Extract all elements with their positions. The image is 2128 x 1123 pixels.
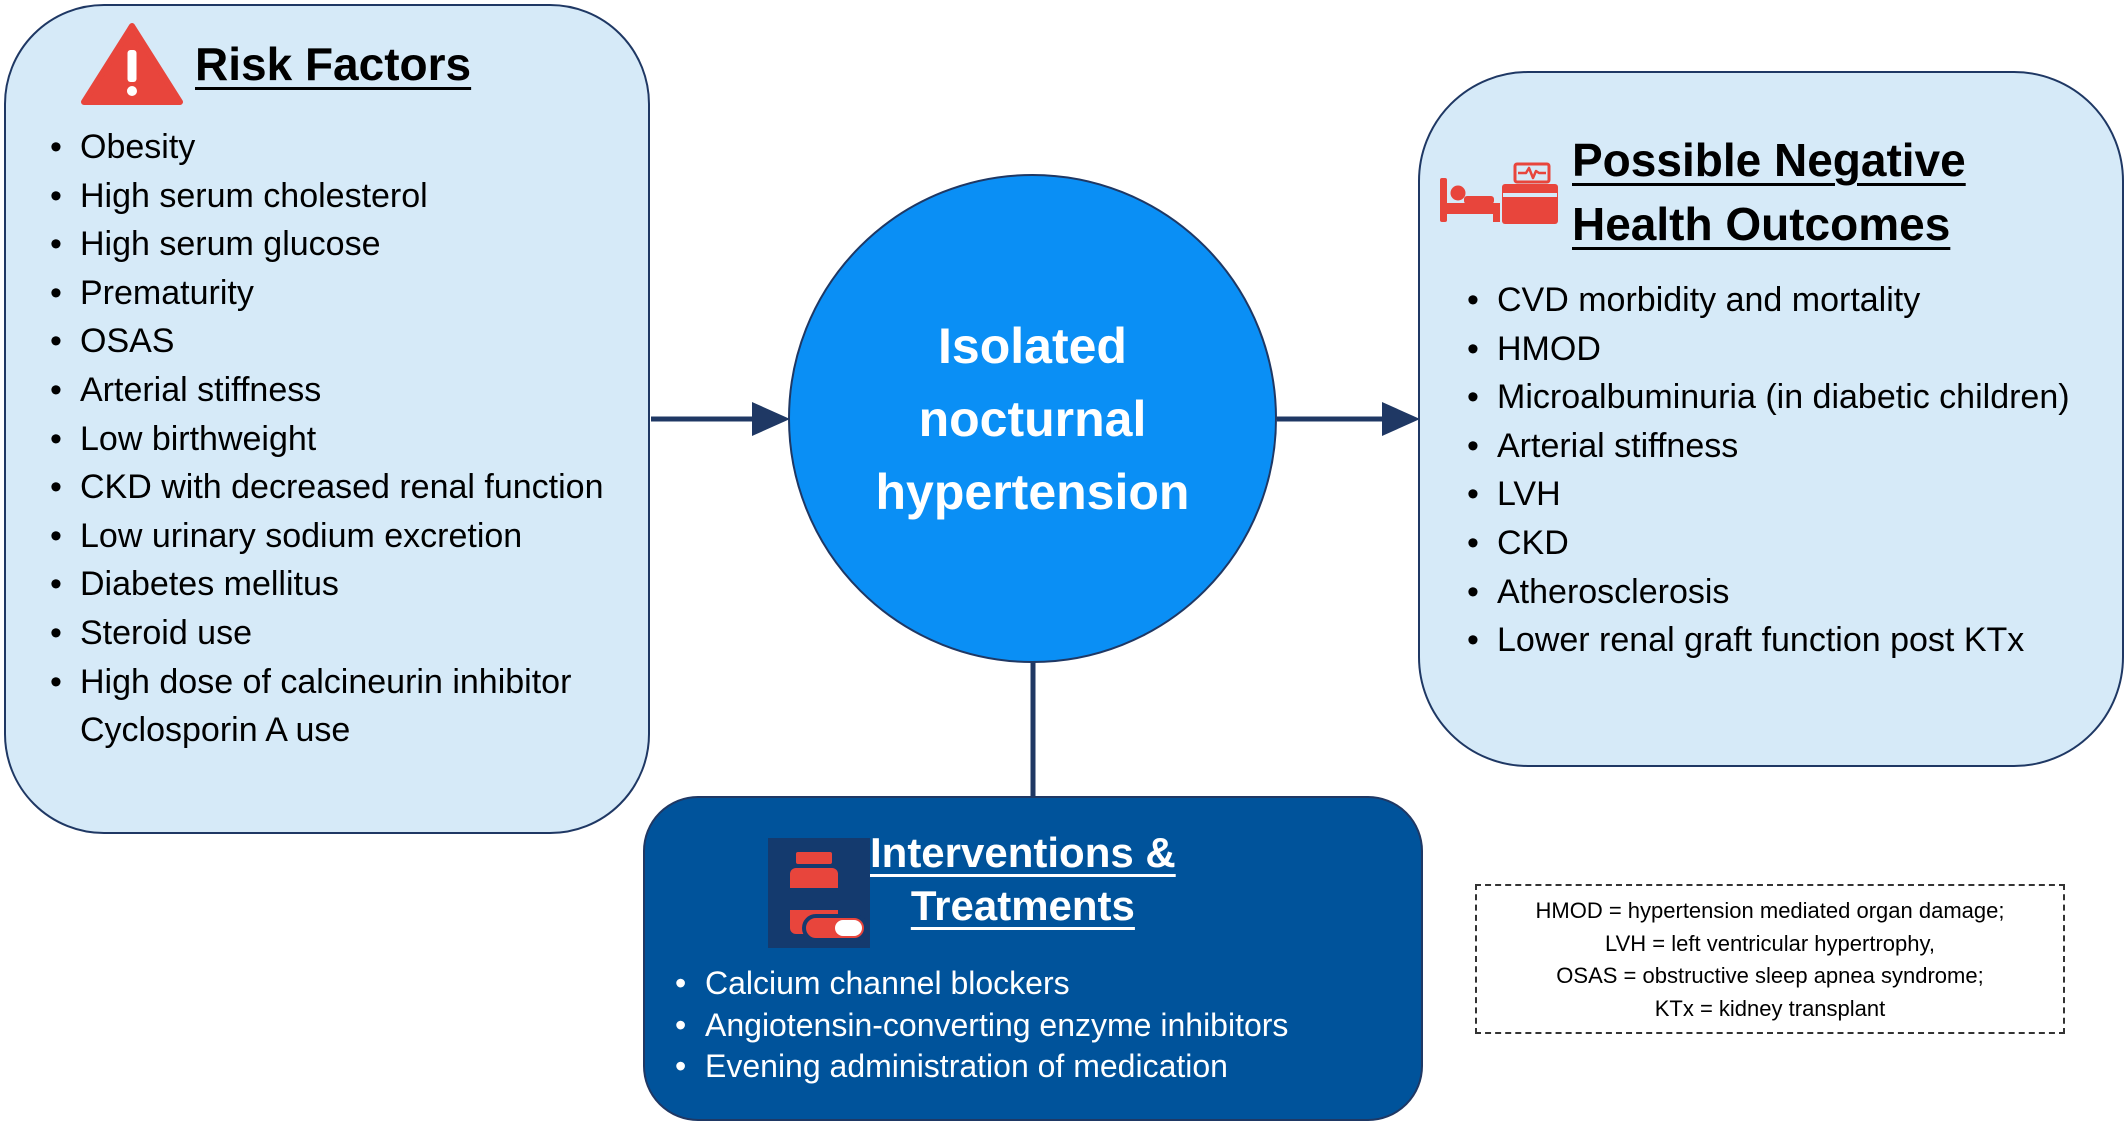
interventions-list: Calcium channel blockers Angiotensin-con…	[675, 963, 1375, 1088]
list-item: Angiotensin-converting enzyme inhibitors	[675, 1005, 1375, 1047]
list-item: OSAS	[50, 317, 620, 366]
outcomes-list: CVD morbidity and mortality HMOD Microal…	[1467, 276, 2097, 665]
list-item: High serum cholesterol	[50, 172, 620, 221]
list-item: Microalbuminuria (in diabetic children)	[1467, 373, 2097, 422]
list-item: Atherosclerosis	[1467, 568, 2097, 617]
outcomes-title: Possible Negative Health Outcomes	[1572, 128, 1966, 256]
list-item: CKD	[1467, 519, 2097, 568]
interventions-title: Interventions & Treatments	[870, 826, 1176, 932]
abbreviation-line: KTx = kidney transplant	[1654, 995, 1886, 1021]
list-item: Evening administration of medication	[675, 1046, 1375, 1088]
interventions-title-line2: Treatments	[910, 882, 1135, 929]
list-item: Prematurity	[50, 269, 620, 318]
interventions-title-line1: Interventions &	[870, 829, 1176, 876]
abbreviation-line: LVH = left ventricular hypertrophy,	[1605, 930, 1935, 956]
list-item: Obesity	[50, 123, 620, 172]
arrowhead-risk-to-center	[752, 402, 790, 436]
abbreviation-line: HMOD = hypertension mediated organ damag…	[1535, 898, 2005, 923]
abbreviations-box: HMOD = hypertension mediated organ damag…	[1475, 884, 2065, 1034]
list-item: LVH	[1467, 470, 2097, 519]
abbreviation-line: OSAS = obstructive sleep apnea syndrome;	[1556, 963, 1984, 988]
list-item: Arterial stiffness	[1467, 422, 2097, 471]
list-item: Arterial stiffness	[50, 366, 620, 415]
list-item: CKD with decreased renal function	[50, 463, 620, 512]
list-item: High dose of calcineurin inhibitor Cyclo…	[50, 658, 620, 755]
arrowhead-center-to-outcomes	[1382, 402, 1420, 436]
outcomes-title-line2: Health Outcomes	[1572, 198, 1951, 250]
list-item: CVD morbidity and mortality	[1467, 276, 2097, 325]
list-item: Calcium channel blockers	[675, 963, 1375, 1005]
risk-factors-list: Obesity High serum cholesterol High seru…	[50, 123, 620, 755]
list-item: Low urinary sodium excretion	[50, 512, 620, 561]
risk-factors-title: Risk Factors	[195, 38, 472, 90]
list-item: Lower renal graft function post KTx	[1467, 616, 2097, 665]
outcomes-title-line1: Possible Negative	[1572, 134, 1966, 186]
list-item: Low birthweight	[50, 415, 620, 464]
warning-icon	[80, 22, 184, 106]
hospital-bed-icon	[1440, 162, 1558, 224]
medication-icon	[768, 838, 870, 948]
list-item: HMOD	[1467, 325, 2097, 374]
list-item: High serum glucose	[50, 220, 620, 269]
center-circle	[788, 174, 1277, 663]
list-item: Diabetes mellitus	[50, 560, 620, 609]
center-label: Isolated nocturnal hypertension	[875, 318, 1190, 520]
list-item: Steroid use	[50, 609, 620, 658]
